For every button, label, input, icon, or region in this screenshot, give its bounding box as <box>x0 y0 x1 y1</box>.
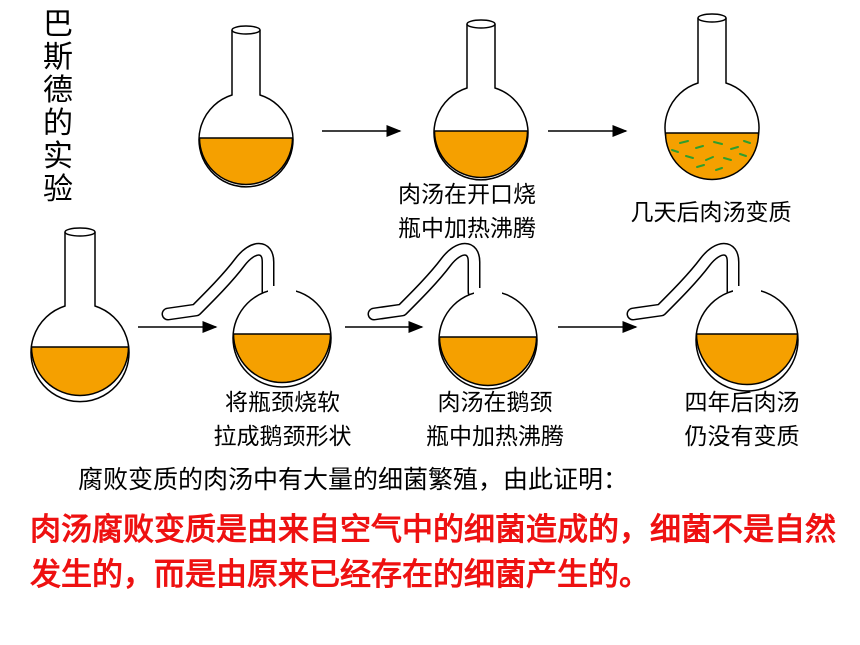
caption-broth-spoiled: 几天后肉汤变质 <box>606 196 816 230</box>
title-char: 实 <box>43 139 73 174</box>
caption-swan-neck-boiling: 肉汤在鹅颈 瓶中加热沸腾 <box>400 386 590 454</box>
conclusion-text: 腐败变质的肉汤中有大量的细菌繁殖，由此证明： <box>78 465 629 494</box>
title-char: 德 <box>43 73 73 108</box>
caption-shape-swan-neck: 将瓶颈烧软 拉成鹅颈形状 <box>190 386 375 454</box>
swan-neck-flask-icon <box>161 242 332 388</box>
caption-line: 肉汤在开口烧 <box>398 182 536 208</box>
title-char: 的 <box>43 106 73 141</box>
caption-line: 拉成鹅颈形状 <box>213 424 352 450</box>
caption-open-flask-boiling: 肉汤在开口烧 瓶中加热沸腾 <box>372 178 562 246</box>
title-char: 斯 <box>43 40 73 75</box>
caption-no-spoilage: 四年后肉汤 仍没有变质 <box>652 386 832 454</box>
caption-line: 瓶中加热沸腾 <box>398 216 536 242</box>
swan-neck-flask-icon <box>367 242 538 390</box>
caption-line: 瓶中加热沸腾 <box>426 424 564 450</box>
flask-icon <box>433 19 529 181</box>
title-char: 验 <box>43 172 73 207</box>
swan-neck-flask-icon <box>626 242 799 392</box>
bacteria-marks <box>671 140 751 171</box>
vertical-title: 巴 斯 德 的 实 验 <box>38 8 78 206</box>
emphasis-text: 肉汤腐败变质是由来自空气中的细菌造成的，细菌不是自然发生的，而是由原来已经存在的… <box>30 512 836 593</box>
title-char: 巴 <box>43 7 73 42</box>
caption-line: 肉汤在鹅颈 <box>437 390 553 416</box>
caption-line: 仍没有变质 <box>684 424 800 450</box>
flask-icon <box>30 227 130 403</box>
caption-line: 四年后肉汤 <box>684 390 800 416</box>
caption-line: 将瓶颈烧软 <box>225 390 340 416</box>
flask-icon <box>198 25 294 188</box>
caption-line: 几天后肉汤变质 <box>630 200 792 226</box>
flask-icon <box>664 13 760 181</box>
